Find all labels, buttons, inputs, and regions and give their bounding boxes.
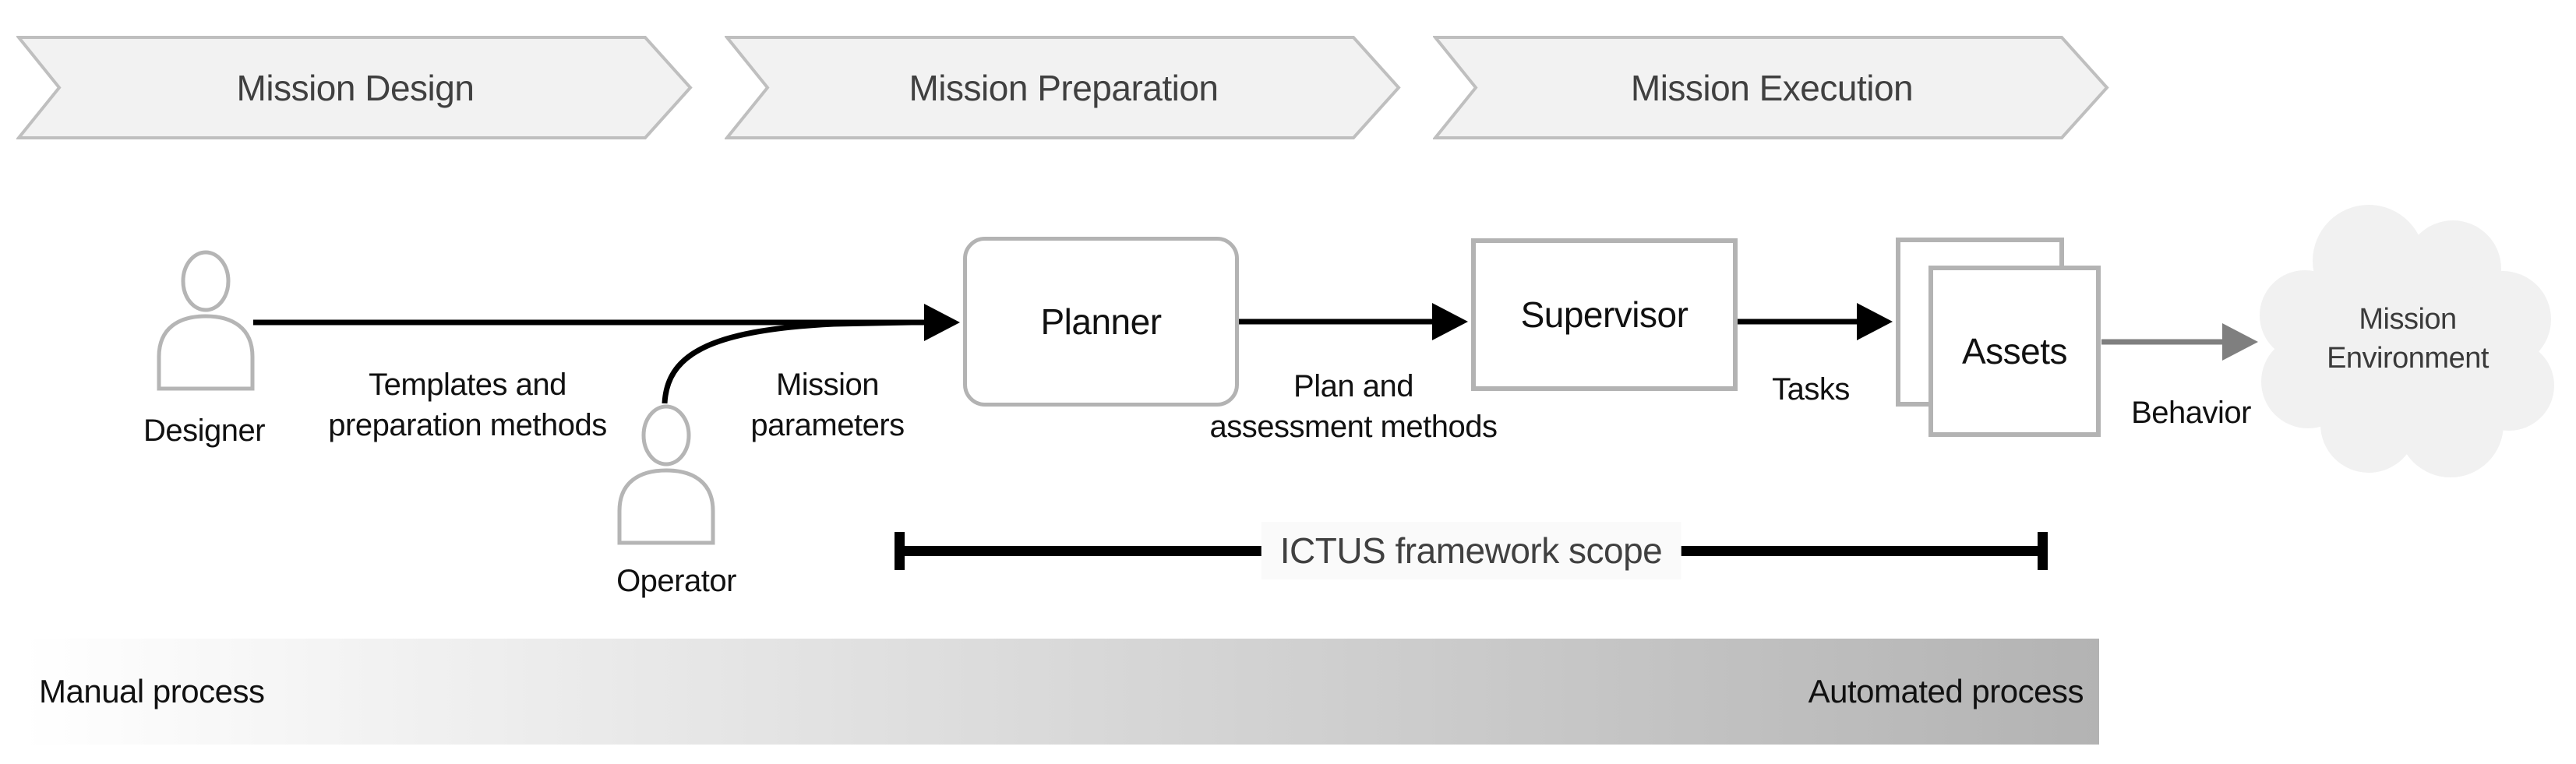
mission-environment-label: Mission Environment bbox=[2252, 195, 2564, 483]
assets-box-front: Assets bbox=[1928, 266, 2101, 437]
stage-chevron-mission-execution: Mission Execution bbox=[1433, 35, 2111, 140]
arrowhead-planner bbox=[924, 304, 960, 341]
operator-label: Operator bbox=[616, 564, 736, 598]
supervisor-box: Supervisor bbox=[1471, 238, 1738, 391]
label-line: Mission bbox=[2359, 303, 2457, 336]
stage-label: Mission Design bbox=[236, 67, 475, 108]
chevron-shape bbox=[1433, 36, 2109, 139]
label-line: parameters bbox=[750, 408, 905, 442]
stage-chevron-mission-preparation: Mission Preparation bbox=[725, 35, 1403, 140]
designer-label: Designer bbox=[143, 414, 266, 448]
person-icon bbox=[157, 250, 255, 391]
arrowhead-supervisor bbox=[1432, 303, 1468, 340]
label-line: Environment bbox=[2327, 342, 2489, 375]
planner-box: Planner bbox=[963, 237, 1239, 407]
chevron-shape bbox=[725, 36, 1401, 139]
process-gradient-bar: Manual process Automated process bbox=[23, 639, 2099, 745]
label-line: preparation methods bbox=[328, 408, 607, 442]
label-line: assessment methods bbox=[1209, 410, 1498, 444]
stage-label: Mission Preparation bbox=[909, 67, 1219, 108]
stage-label: Mission Execution bbox=[1630, 67, 1914, 108]
label-tasks: Tasks bbox=[1772, 372, 1850, 407]
automated-process-label: Automated process bbox=[1808, 673, 2084, 709]
operator-icon bbox=[612, 403, 721, 545]
mission-environment-cloud: Mission Environment bbox=[2252, 195, 2564, 483]
label-line: Templates and bbox=[369, 368, 566, 402]
label-behavior: Behavior bbox=[2131, 396, 2251, 430]
scope-label: ICTUS framework scope bbox=[1261, 522, 1681, 579]
label-templates-preparation: Templates and preparation methods bbox=[328, 364, 607, 445]
designer-icon bbox=[151, 249, 260, 391]
manual-process-label: Manual process bbox=[39, 673, 265, 709]
scope-cap-right bbox=[2038, 532, 2048, 570]
assets-label: Assets bbox=[1961, 331, 2068, 371]
planner-label: Planner bbox=[1040, 301, 1162, 342]
chevron-shape bbox=[16, 36, 693, 139]
supervisor-label: Supervisor bbox=[1520, 294, 1689, 335]
label-line: Plan and bbox=[1293, 369, 1413, 403]
scope-cap-left bbox=[895, 532, 905, 570]
stage-chevron-mission-design: Mission Design bbox=[16, 35, 694, 140]
label-mission-parameters: Mission parameters bbox=[750, 364, 905, 445]
label-plan-assessment: Plan and assessment methods bbox=[1210, 366, 1498, 447]
arrowhead-assets bbox=[1857, 303, 1893, 340]
label-line: Mission bbox=[775, 368, 880, 402]
cloud-icon bbox=[2260, 205, 2554, 477]
person-icon bbox=[617, 404, 715, 545]
